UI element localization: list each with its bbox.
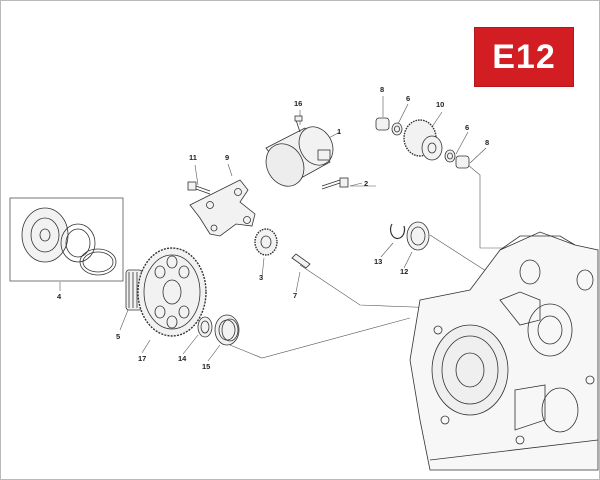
callout-12: 12: [400, 267, 408, 276]
part-6-washer-right: [444, 149, 456, 163]
section-code-badge: E12: [474, 27, 574, 87]
callout-16: 16: [294, 99, 302, 108]
callout-3: 3: [259, 273, 263, 282]
callout-6a: 6: [406, 94, 410, 103]
part-7-pin: [291, 253, 311, 269]
callout-8a: 8: [380, 85, 384, 94]
part-8-bushing-right: [455, 155, 470, 169]
callout-8b: 8: [485, 138, 489, 147]
part-14-washer: [197, 316, 213, 338]
part-3-idler-gear: [254, 228, 278, 256]
part-10-starter-gear: [403, 119, 443, 161]
section-code-label: E12: [492, 37, 556, 76]
callout-9: 9: [225, 153, 229, 162]
part-12-bearing: [406, 221, 430, 251]
callout-1: 1: [337, 127, 341, 136]
callout-5: 5: [116, 332, 120, 341]
callout-6b: 6: [465, 123, 469, 132]
callout-labels: 1 2 3 4 5 6 6 7 8 8 9 10 11 12 13 14 15 …: [57, 85, 489, 371]
callout-15: 15: [202, 362, 210, 371]
part-8-bushing-left: [375, 117, 390, 131]
callout-17: 17: [138, 354, 146, 363]
callout-4: 4: [57, 292, 62, 301]
part-4-clutch-assembly: [9, 197, 124, 282]
part-5-splined-shaft: [125, 269, 143, 311]
callout-11: 11: [189, 153, 197, 162]
part-13-circlip: [390, 223, 406, 240]
part-6-washer-left: [391, 122, 403, 136]
callout-14: 14: [178, 354, 187, 363]
callout-2: 2: [364, 179, 368, 188]
part-15-bearing: [214, 314, 240, 346]
part-11-bolt: [187, 181, 211, 195]
crankcase-housing: [409, 231, 599, 471]
part-1-starter-motor: [265, 115, 334, 187]
callout-10: 10: [436, 100, 444, 109]
part-2-screw: [321, 177, 349, 190]
callout-7: 7: [293, 291, 297, 300]
part-17-driven-gear: [137, 247, 207, 337]
part-9-bracket: [189, 179, 256, 237]
callout-13: 13: [374, 257, 382, 266]
